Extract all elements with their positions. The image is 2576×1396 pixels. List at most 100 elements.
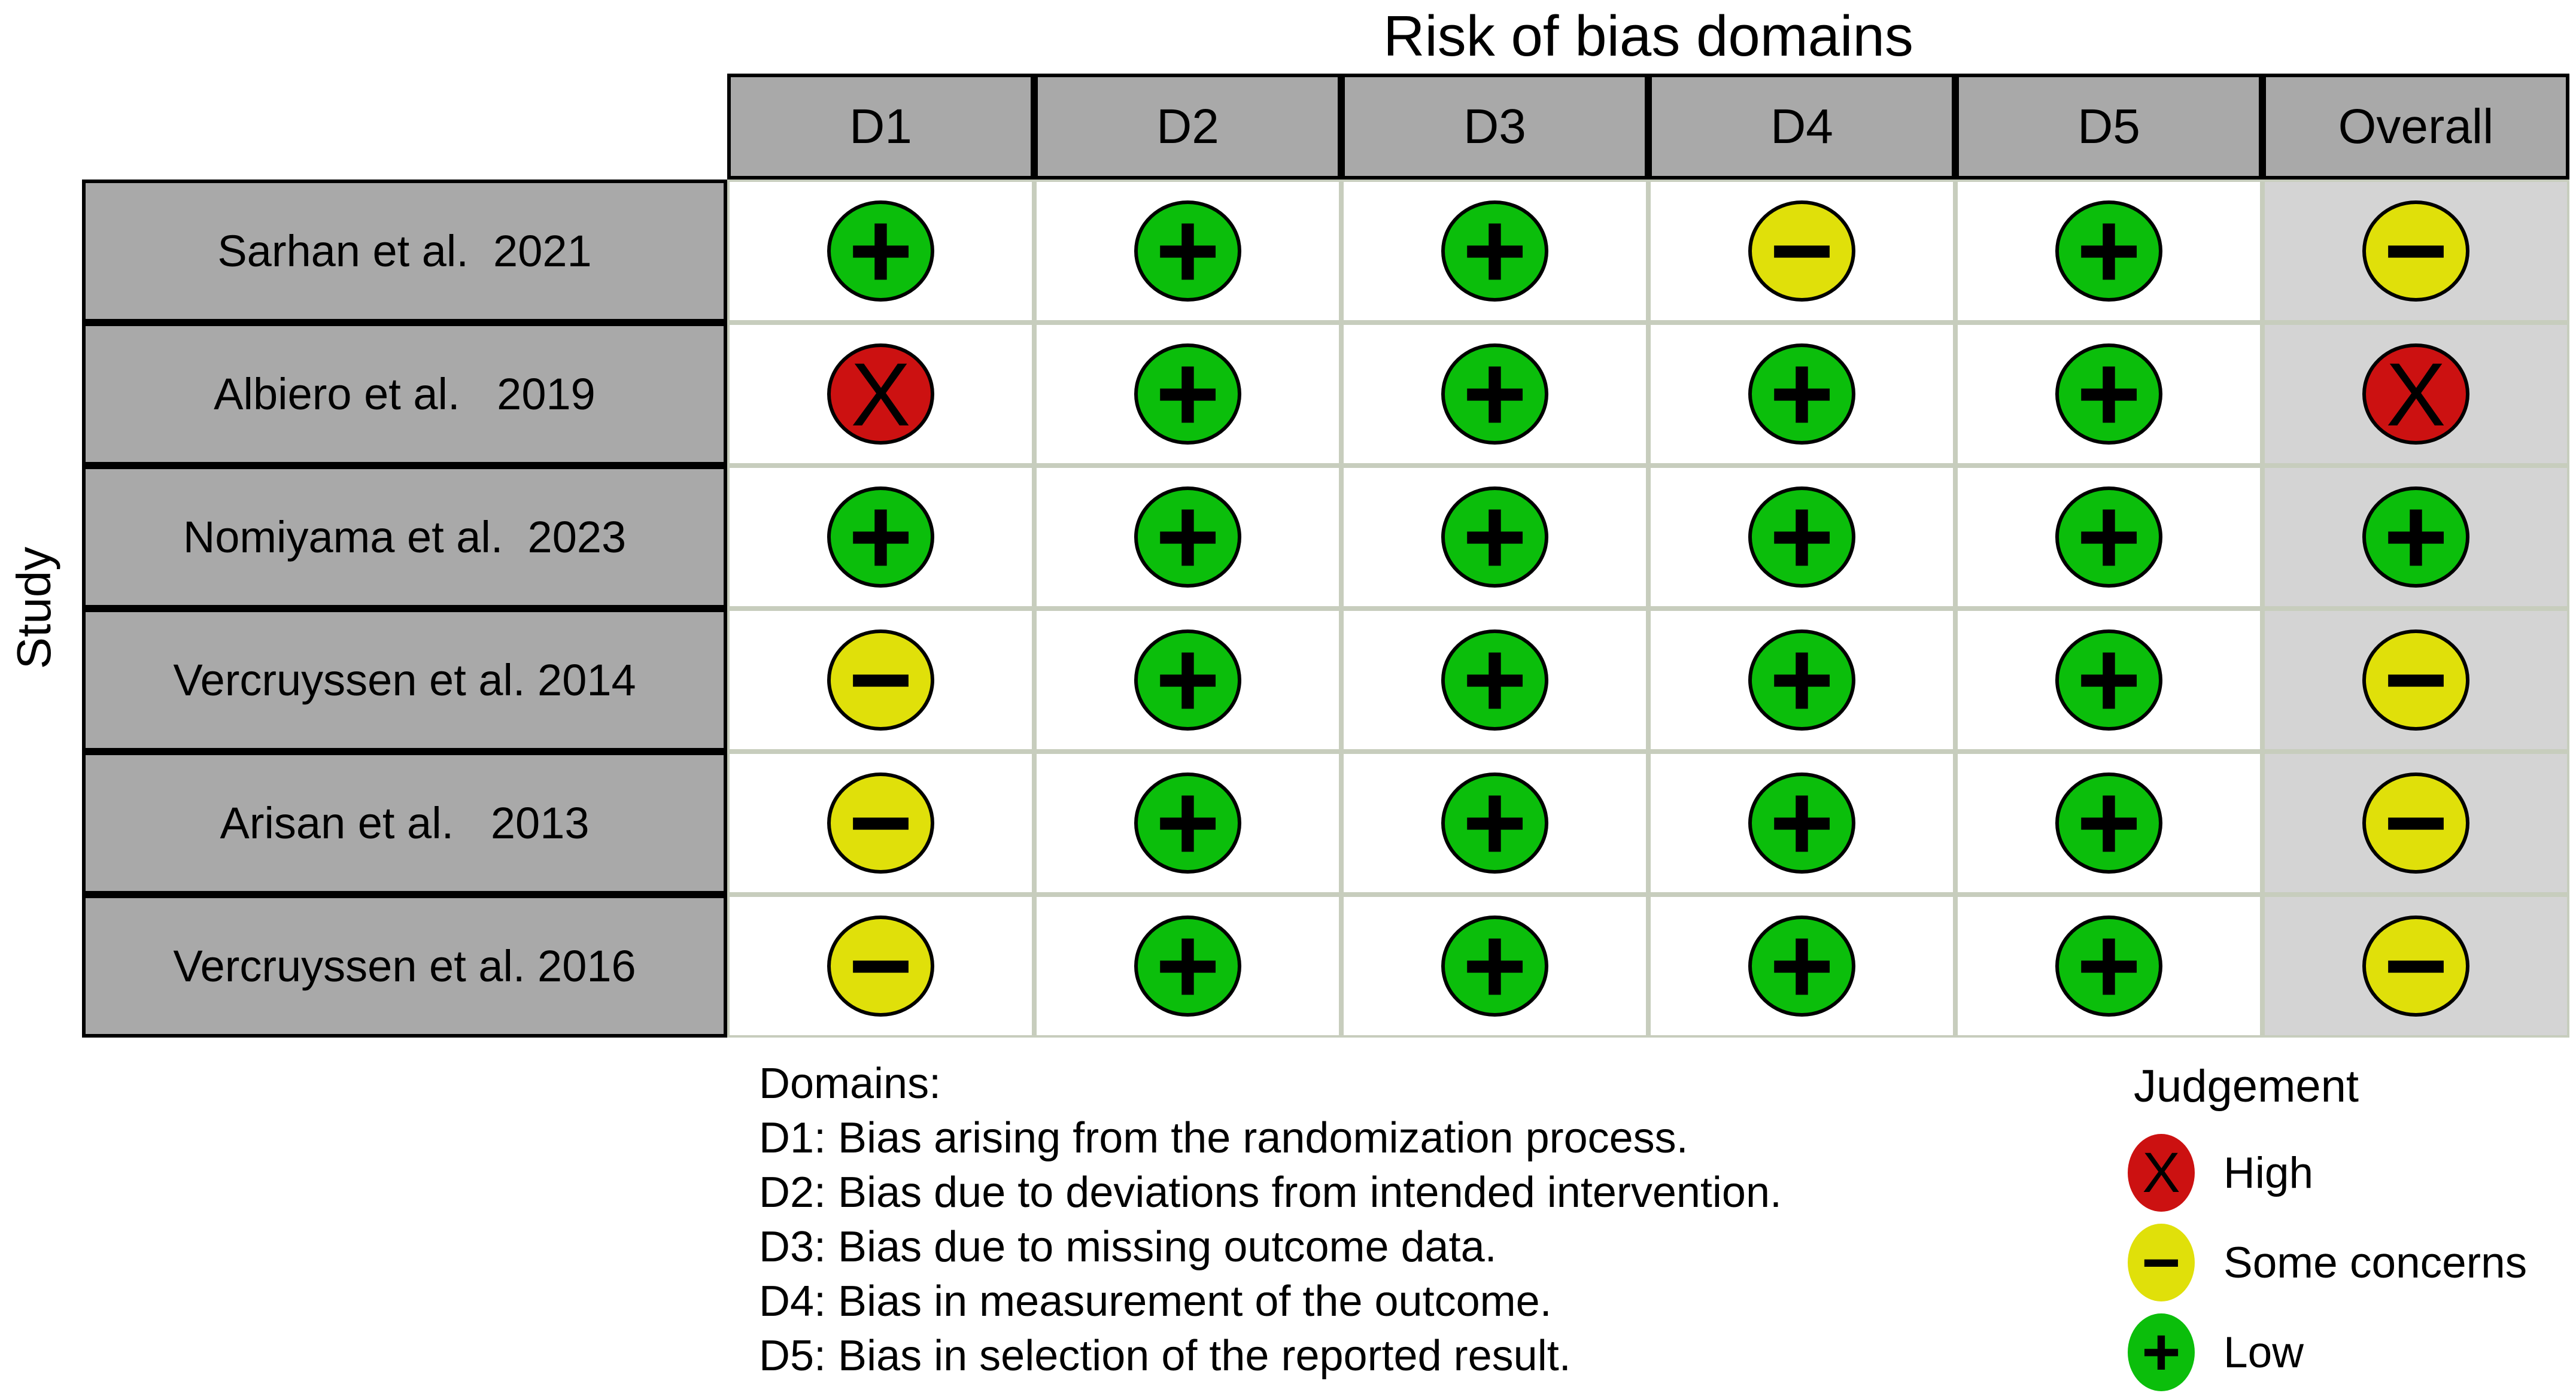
study-label: Vercruyssen et al. 2016 [82,895,727,1038]
some-concerns-risk-icon: − [827,768,934,878]
table-corner [82,74,727,180]
low-risk-icon: + [1441,768,1548,878]
low-risk-icon: + [1134,339,1241,449]
column-header-d5: D5 [1955,74,2262,180]
legend-title: Judgement [2134,1061,2359,1112]
low-risk-icon: + [1441,625,1548,735]
legend-label-some-concerns: Some concerns [2223,1238,2528,1287]
domains-footnote: Domains: D1: Bias arising from the rando… [759,1057,1782,1383]
judgement-cell: − [2262,895,2569,1038]
some-concerns-risk-icon: − [2128,1224,2195,1301]
y-axis-label: Study [7,546,60,670]
judgement-cell: + [1955,895,2262,1038]
legend-item-some-concerns: − Some concerns [2128,1224,2527,1301]
column-header-d3: D3 [1341,74,1648,180]
footnote-line-d2: D2: Bias due to deviations from intended… [759,1169,1782,1216]
judgement-cell: + [1341,609,1648,752]
legend: Judgement X High − Some concerns + Low [2128,1060,2527,1391]
judgement-cell: + [727,180,1034,323]
judgement-cell: + [1341,752,1648,895]
low-risk-icon: + [1748,625,1855,735]
low-risk-icon: + [2055,196,2162,306]
low-risk-icon: + [2055,625,2162,735]
judgement-cell: + [1648,609,1955,752]
study-label: Albiero et al. 2019 [82,323,727,466]
column-header-d4: D4 [1648,74,1955,180]
judgement-cell: + [1034,752,1341,895]
study-label: Sarhan et al. 2021 [82,180,727,323]
some-concerns-risk-icon: − [2362,196,2469,306]
low-risk-icon: + [2362,482,2469,592]
judgement-cell: + [1034,609,1341,752]
judgement-cell: + [1034,466,1341,609]
footnote-line-d4: D4: Bias in measurement of the outcome. [759,1278,1552,1325]
legend-label-low: Low [2223,1328,2304,1377]
low-risk-icon: + [1441,482,1548,592]
judgement-cell: + [1341,466,1648,609]
some-concerns-risk-icon: − [827,911,934,1021]
judgement-cell: + [1955,466,2262,609]
low-risk-icon: + [1134,482,1241,592]
legend-label-high: High [2223,1148,2314,1197]
judgement-cell: + [727,466,1034,609]
judgement-cell: + [1341,180,1648,323]
judgement-cell: + [1648,895,1955,1038]
low-risk-icon: + [827,482,934,592]
study-label: Nomiyama et al. 2023 [82,466,727,609]
judgement-cell: + [1034,895,1341,1038]
judgement-cell: + [1955,323,2262,466]
column-header-d2: D2 [1034,74,1341,180]
low-risk-icon: + [1748,339,1855,449]
footnote-line-d3: D3: Bias due to missing outcome data. [759,1223,1497,1271]
judgement-cell: + [1648,466,1955,609]
high-risk-icon: X [827,343,934,445]
judgement-cell: X [2262,323,2569,466]
low-risk-icon: + [1748,911,1855,1021]
low-risk-icon: + [1441,911,1548,1021]
some-concerns-risk-icon: − [2362,768,2469,878]
judgement-cell: − [2262,609,2569,752]
high-risk-icon: X [2362,343,2469,445]
high-risk-icon: X [2128,1134,2195,1212]
low-risk-icon: + [1441,196,1548,306]
study-label: Vercruyssen et al. 2014 [82,609,727,752]
legend-item-low: + Low [2128,1313,2527,1391]
judgement-cell: + [1955,752,2262,895]
some-concerns-risk-icon: − [2362,911,2469,1021]
judgement-cell: + [1034,180,1341,323]
footnote-line-d1: D1: Bias arising from the randomization … [759,1114,1688,1162]
footnote-line-d5: D5: Bias in selection of the reported re… [759,1332,1571,1380]
study-label: Arisan et al. 2013 [82,752,727,895]
judgement-cell: + [1341,323,1648,466]
judgement-cell: − [727,609,1034,752]
footnote-heading: Domains: [759,1060,941,1108]
low-risk-icon: + [1134,196,1241,306]
low-risk-icon: + [1748,768,1855,878]
judgement-cell: + [1648,323,1955,466]
column-header-overall: Overall [2262,74,2569,180]
low-risk-icon: + [2055,911,2162,1021]
some-concerns-risk-icon: − [1748,196,1855,306]
judgement-cell: − [727,895,1034,1038]
column-header-d1: D1 [727,74,1034,180]
judgement-cell: + [1955,180,2262,323]
judgement-cell: + [2262,466,2569,609]
low-risk-icon: + [2055,339,2162,449]
low-risk-icon: + [1134,625,1241,735]
judgement-cell: − [1648,180,1955,323]
low-risk-icon: + [1441,339,1548,449]
judgement-cell: + [1955,609,2262,752]
low-risk-icon: + [1134,768,1241,878]
judgement-cell: + [1648,752,1955,895]
judgement-cell: X [727,323,1034,466]
low-risk-icon: + [1134,911,1241,1021]
some-concerns-risk-icon: − [2362,625,2469,735]
low-risk-icon: + [2055,768,2162,878]
legend-item-high: X High [2128,1134,2527,1212]
low-risk-icon: + [2055,482,2162,592]
low-risk-icon: + [827,196,934,306]
some-concerns-risk-icon: − [827,625,934,735]
chart-title: Risk of bias domains [1383,4,1913,68]
